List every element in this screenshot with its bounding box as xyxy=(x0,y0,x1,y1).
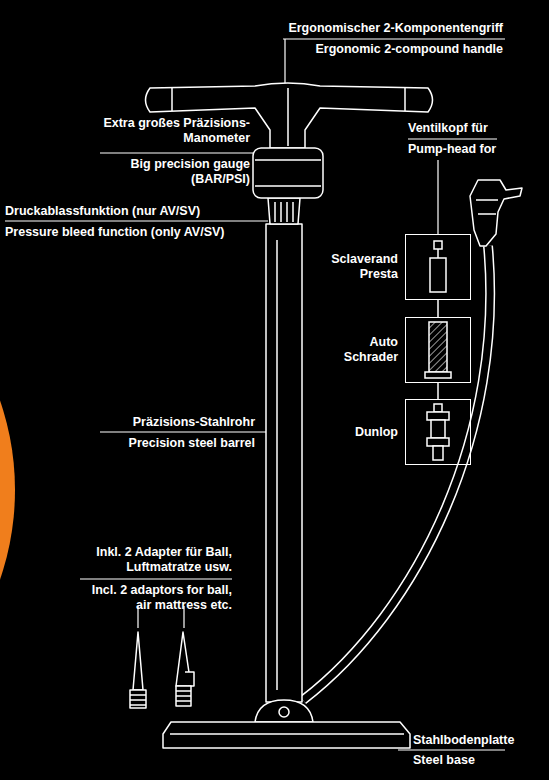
steel-base xyxy=(163,722,410,748)
valve-icons xyxy=(425,241,451,460)
valve-box: Dunlop xyxy=(405,399,471,465)
valve-box: Sclaverand Presta xyxy=(405,234,471,300)
schrader-flange xyxy=(425,372,451,378)
english-label: Big precision gauge (BAR/PSI) xyxy=(100,157,250,187)
dunlop-collar xyxy=(427,438,449,446)
gauge xyxy=(253,148,323,198)
valve-box: Auto Schrader xyxy=(405,317,471,383)
needle-adapter xyxy=(133,632,143,690)
base-edge xyxy=(170,733,404,735)
orange-accent xyxy=(0,215,15,765)
german-label: Druckablassfunktion (nur AV/SV) xyxy=(5,204,285,219)
barrel-highlight xyxy=(276,240,278,690)
german-label: Ventilkopf für xyxy=(408,121,538,136)
german-label: Ergonomischer 2-Komponentengriff xyxy=(243,21,503,36)
leader-line xyxy=(100,152,253,153)
leader-line xyxy=(100,431,266,432)
leader-line xyxy=(5,220,268,221)
hose-body xyxy=(303,246,490,700)
connector-line xyxy=(437,300,439,317)
dunlop-body xyxy=(431,420,445,438)
english-label: Steel base xyxy=(413,753,543,768)
foot xyxy=(255,700,313,722)
foot-hole xyxy=(279,707,289,717)
english-label: Pump-head for xyxy=(408,142,538,157)
presta-tip xyxy=(434,241,442,249)
dunlop-stem xyxy=(433,446,443,460)
hose-outline xyxy=(303,246,490,700)
valve-name: Dunlop xyxy=(314,425,398,440)
english-label: Precision steel barrel xyxy=(55,436,255,451)
adapter-thread-lines xyxy=(176,691,191,701)
dunlop-tip xyxy=(434,404,442,412)
pump-head xyxy=(470,180,522,246)
leader-line xyxy=(398,749,505,750)
hose xyxy=(303,246,490,700)
leader-line xyxy=(80,579,232,628)
barrel xyxy=(266,224,302,702)
presta-stem xyxy=(437,249,439,258)
gauge-detail xyxy=(255,160,321,186)
english-label: Pressure bleed function (only AV/SV) xyxy=(5,225,285,240)
german-label: Extra großes Präzisions-Manometer xyxy=(100,116,250,146)
english-label: Incl. 2 adaptors for ball, air mattress … xyxy=(80,583,232,613)
connector-line xyxy=(437,383,439,399)
adapter-tab xyxy=(185,672,194,686)
schrader-body xyxy=(429,322,447,372)
dunlop-collar xyxy=(427,412,449,420)
german-label: Inkl. 2 Adapter für Ball, Luftmatratze u… xyxy=(80,545,232,575)
adapter-thread xyxy=(130,690,146,708)
german-label: Präzisions-Stahlrohr xyxy=(55,415,255,430)
bleed-valve-ribs xyxy=(275,202,293,222)
pump-head-detail xyxy=(476,200,498,214)
german-label: Stahlbodenplatte xyxy=(413,733,543,748)
presta-body xyxy=(430,258,446,292)
valve-name: Sclaverand Presta xyxy=(314,252,398,282)
adapter-thread-lines xyxy=(130,695,146,705)
adapter-thread xyxy=(176,686,191,706)
bleed-valve xyxy=(268,198,300,224)
valve-name: Auto Schrader xyxy=(314,335,398,365)
english-label: Ergonomic 2-compound handle xyxy=(243,42,503,57)
